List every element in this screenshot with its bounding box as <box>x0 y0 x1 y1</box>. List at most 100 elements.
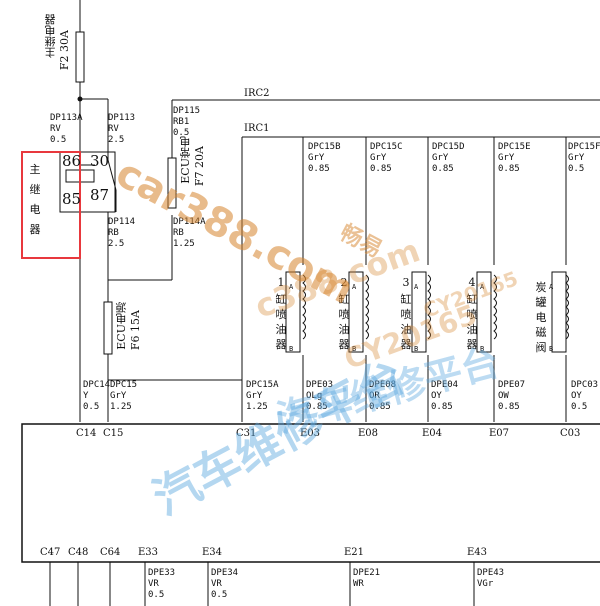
wire-color: GrY <box>432 153 449 163</box>
wire-size: 0.85 <box>370 164 392 174</box>
ecu-pin-top: C14 <box>76 428 97 439</box>
relay-name: 主继电器 <box>29 163 41 236</box>
ecu-pin-top: C03 <box>560 428 581 439</box>
circuit-irc1: IRC1 <box>244 123 270 134</box>
wire-code: DPC15B <box>308 142 341 152</box>
wire-size: 0.85 <box>498 402 520 412</box>
wire-code: DPE03 <box>306 380 334 390</box>
wire-color: RV <box>50 124 61 134</box>
wire-size: 0.5 <box>148 590 165 600</box>
relay-pin-87: 87 <box>90 186 110 204</box>
wire-size: 0.5 <box>50 135 67 145</box>
wire-code: DPE04 <box>431 380 459 390</box>
wire-size: 2.5 <box>108 135 125 145</box>
coil-pin-label: A <box>549 283 554 291</box>
wire-size: 0.85 <box>432 164 454 174</box>
ecu-battery-fuse-symbol <box>167 157 177 209</box>
wire-code: DP113 <box>108 113 136 123</box>
wire-code: DP113A <box>50 113 83 123</box>
injector-name: 缸喷油器 <box>400 293 412 351</box>
coil-pin-label: A <box>414 283 419 291</box>
coil-pin-label: B <box>549 345 554 353</box>
coil-pin-label: A <box>352 283 357 291</box>
coil-pin-label: B <box>289 345 294 353</box>
wire-size: 1.25 <box>173 239 195 249</box>
wire-color: GrY <box>568 153 585 163</box>
coil-pin-label: A <box>289 283 294 291</box>
wire-code: DPC03 <box>571 380 599 390</box>
ecu-battery-fuse-id: F7 20A <box>193 146 206 187</box>
wire-size: 0.5 <box>571 402 588 412</box>
ecu-battery-fuse-name: ECU常电 <box>179 136 192 184</box>
wire-color: OR <box>369 391 380 401</box>
wire-size: 0.85 <box>498 164 520 174</box>
ecu-pin-bottom: C48 <box>68 547 89 558</box>
relay-pin-30: 30 <box>90 152 110 170</box>
injector-number: 2 <box>340 276 348 289</box>
ecu-block <box>21 423 600 563</box>
ecu-pin-top: E04 <box>422 428 443 439</box>
main-relay-fuse-name: 主继电器 <box>44 14 57 58</box>
wire-color: RB1 <box>173 117 190 127</box>
wire-code: DPE33 <box>148 568 176 578</box>
wire-color: GrY <box>498 153 515 163</box>
main-relay-fuse-symbol <box>75 31 85 83</box>
ecu-pin-bottom: C64 <box>100 547 121 558</box>
wire-color: RV <box>108 124 119 134</box>
wire-code: DPC15A <box>246 380 279 390</box>
ecu-ignition-fuse-id: F6 15A <box>129 310 142 351</box>
injector-number: 3 <box>402 276 410 289</box>
wire-code: DPE07 <box>498 380 526 390</box>
ecu-pin-top: E03 <box>300 428 321 439</box>
coil-pin-label: B <box>352 345 357 353</box>
wire-color: RB <box>173 228 184 238</box>
ecu-pin-bottom: E21 <box>344 547 365 558</box>
injector-number: 4 <box>468 276 476 289</box>
wire-code: DPE43 <box>477 568 505 578</box>
ecu-ignition-fuse-name: ECU电源 <box>115 302 128 350</box>
main-relay-fuse-id: F2 30A <box>58 30 71 71</box>
wire-color: OY <box>571 391 582 401</box>
wire-code: DP114 <box>108 217 136 227</box>
ecu-pin-top: C31 <box>236 428 257 439</box>
relay-highlight-box <box>21 151 81 259</box>
wire-color: VR <box>148 579 159 589</box>
wire-code: DP114A <box>173 217 206 227</box>
wire-code: DPC15E <box>498 142 531 152</box>
wire-code: DPC15F <box>568 142 600 152</box>
wire-size: 0.85 <box>369 402 391 412</box>
wire-code: DP115 <box>173 106 201 116</box>
wire-color: OW <box>498 391 509 401</box>
wire-color: WR <box>353 579 364 589</box>
relay-pin-86: 86 <box>62 152 82 170</box>
relay-pin-85: 85 <box>62 190 82 208</box>
coil-pin-label: A <box>480 283 485 291</box>
wire-color: Y <box>83 391 89 401</box>
injector-name: 炭罐电磁阀 <box>535 281 547 354</box>
wire-size: 0.5 <box>211 590 228 600</box>
wire-code: DPE34 <box>211 568 239 578</box>
wire-size: 2.5 <box>108 239 125 249</box>
wire-color: GrY <box>308 153 325 163</box>
wire-size: 0.5 <box>568 164 585 174</box>
wire-size: 0.85 <box>431 402 453 412</box>
wire-code: DPE21 <box>353 568 381 578</box>
wire-color: VR <box>211 579 222 589</box>
ecu-pin-bottom: C47 <box>40 547 61 558</box>
injector-name: 缸喷油器 <box>466 293 478 351</box>
ecu-ignition-fuse-symbol <box>103 301 113 355</box>
injector-coils <box>285 271 567 353</box>
wire-color: OY <box>431 391 442 401</box>
wire-code: DPC15C <box>370 142 403 152</box>
ecu-pin-top: E07 <box>489 428 510 439</box>
coil-pin-label: B <box>414 345 419 353</box>
wire-color: GrY <box>370 153 387 163</box>
wire-code: DPC15D <box>432 142 465 152</box>
wire-color: GrY <box>110 391 127 401</box>
ecu-pin-bottom: E43 <box>467 547 488 558</box>
wire-color: RB <box>108 228 119 238</box>
injector-number: 1 <box>277 276 285 289</box>
wire-size: 0.85 <box>306 402 328 412</box>
wire-size: 0.5 <box>173 128 190 138</box>
